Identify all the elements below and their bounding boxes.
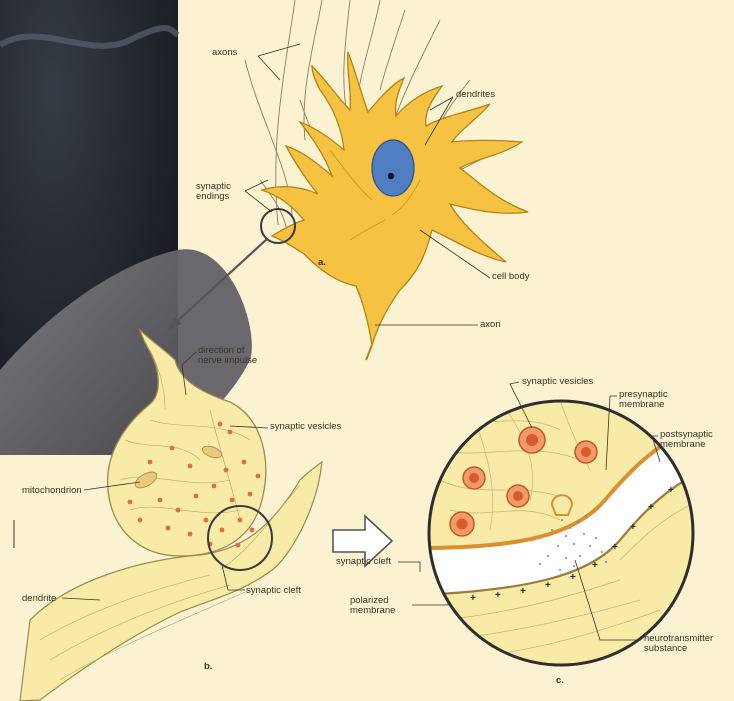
neuron-axon [366,345,372,360]
label-mitochondrion: mitochondrion [22,486,82,496]
label-neurotransmitter: neurotransmitter substance [644,634,713,654]
nucleus [372,140,414,196]
label-synaptic-endings: synaptic endings [196,182,231,202]
svg-text:+: + [545,580,551,591]
label-dendrite: dendrite [22,594,56,604]
svg-text:+: + [612,542,618,553]
label-axon: axon [480,320,501,330]
neuron-panel-a [245,0,528,360]
svg-text:+: + [470,593,476,604]
svg-text:+: + [688,473,694,484]
svg-text:+: + [630,522,636,533]
label-panel-c: c. [556,676,564,686]
label-axons: axons [212,48,237,58]
svg-text:+: + [495,590,501,601]
svg-text:+: + [592,560,598,571]
svg-text:+: + [648,502,654,513]
nucleolus [388,173,394,179]
label-dendrites: dendrites [456,90,495,100]
label-direction-impulse: direction of nerve impulse [198,346,257,366]
label-panel-a: a. [318,258,326,268]
label-panel-b: b. [204,662,212,672]
label-polarized-membrane: polarized membrane [350,596,395,616]
svg-text:+: + [520,586,526,597]
svg-text:+: + [570,572,576,583]
label-synaptic-cleft-c: synaptic cleft [336,557,391,567]
label-synaptic-cleft-b: synaptic cleft [246,586,301,596]
label-synaptic-vesicles-c: synaptic vesicles [522,377,593,387]
label-synaptic-vesicles-b: synaptic vesicles [270,422,341,432]
svg-text:+: + [668,485,674,496]
label-presynaptic-membrane: presynaptic membrane [619,390,668,410]
label-postsynaptic-membrane: postsynaptic membrane [660,430,713,450]
label-cell-body: cell body [492,272,530,282]
